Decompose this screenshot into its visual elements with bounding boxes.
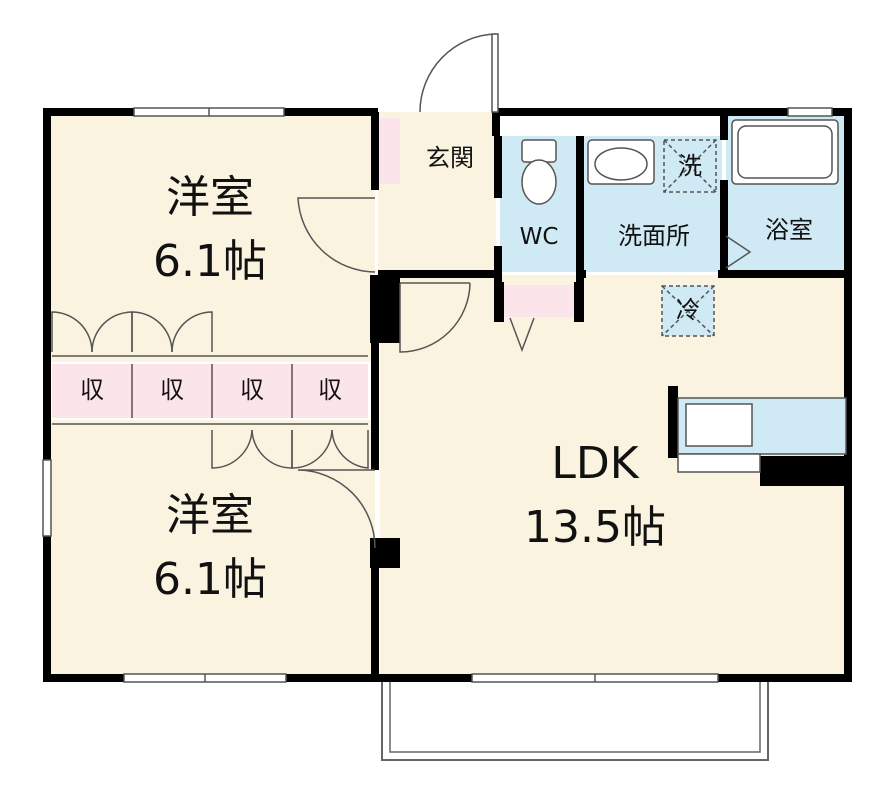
storage-row (52, 364, 368, 418)
entrance-shoe-box (378, 118, 400, 184)
west-lower-room-floor (47, 420, 375, 678)
storage-label-2: 収 (160, 376, 184, 404)
entrance-label: 玄関 (426, 144, 474, 172)
fridge-label: 冷 (676, 296, 700, 324)
bathtub-fixture (731, 119, 839, 185)
storage-label-3: 収 (240, 376, 264, 404)
west-lower-room-name: 洋室 (166, 490, 254, 541)
toilet-label: WC (519, 224, 559, 250)
storage-label-1: 収 (80, 376, 104, 404)
balcony (381, 682, 769, 761)
doors (297, 33, 752, 549)
kitchen-counter (677, 397, 847, 473)
ldk-name: LDK (551, 438, 639, 489)
washbasin-fixture (587, 139, 655, 185)
ldk-size: 13.5帖 (524, 502, 666, 553)
west-lower-room-size: 6.1帖 (153, 554, 267, 605)
appliance-spaces (661, 139, 717, 337)
west-upper-room-size: 6.1帖 (153, 236, 267, 287)
bath-label: 浴室 (765, 216, 813, 244)
closet-doors (51, 311, 369, 469)
washroom-label: 洗面所 (618, 222, 690, 250)
windows (42, 107, 833, 683)
washer-label: 洗 (678, 152, 702, 180)
structural-columns (370, 275, 852, 568)
toilet-fixture (521, 139, 557, 205)
ldk-storage (502, 285, 576, 317)
west-upper-room-floor (47, 112, 375, 362)
west-upper-room-name: 洋室 (166, 172, 254, 223)
storage-label-4: 収 (318, 376, 342, 404)
